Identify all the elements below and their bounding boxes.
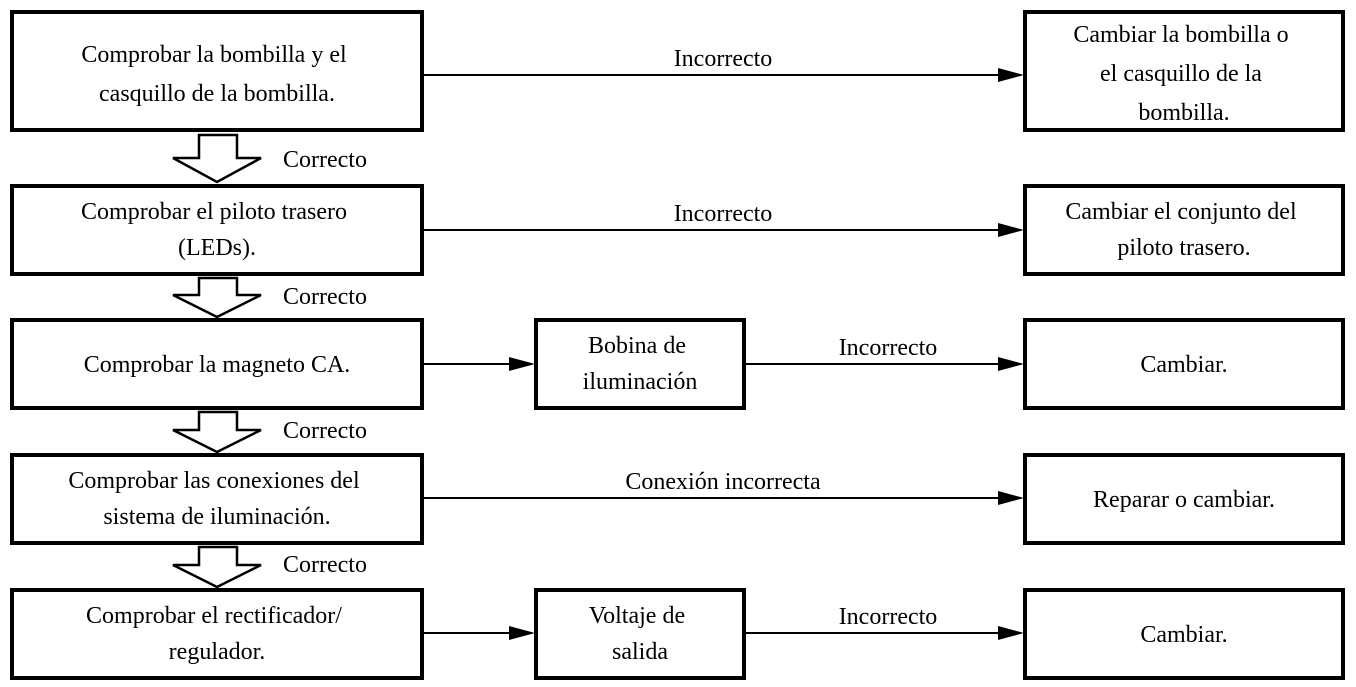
- row-4: Comprobar las conexiones del sistema de …: [10, 453, 1345, 545]
- action-1-text: Cambiar la bombilla o el casquillo de la…: [1073, 22, 1294, 126]
- row-2: Comprobar el piloto trasero (LEDs). Inco…: [10, 184, 1345, 276]
- ok-connector-3: Correcto: [172, 410, 367, 454]
- ok-connector-2: Correcto: [172, 276, 367, 319]
- action-box-5: [1023, 588, 1345, 680]
- check-box-5: [10, 588, 424, 680]
- action-4-text: Reparar o cambiar.: [1093, 487, 1275, 513]
- check-box-3: [10, 318, 424, 410]
- ok-label-3: Correcto: [283, 418, 367, 444]
- check-box-4: [10, 453, 424, 545]
- ok-connector-4: Correcto: [172, 545, 367, 589]
- action-box-3: [1023, 318, 1345, 410]
- middle-3-text: Bobina de iluminación: [583, 333, 698, 395]
- middle-box-3: [534, 318, 746, 410]
- arrowhead-5b: [998, 626, 1024, 640]
- check-4-text: Comprobar las conexiones del sistema de …: [68, 468, 365, 530]
- arrowhead-5a: [509, 626, 535, 640]
- edge-label-4: Conexión incorrecta: [625, 469, 821, 495]
- action-box-4: [1023, 453, 1345, 545]
- ok-label-4: Correcto: [283, 552, 367, 578]
- check-box-2: [10, 184, 424, 276]
- action-3-text: Cambiar.: [1140, 352, 1227, 378]
- arrowhead-3b: [998, 357, 1024, 371]
- row-1: Comprobar la bombilla y el casquillo de …: [10, 10, 1345, 132]
- down-arrow-2: [172, 276, 262, 319]
- arrowhead-2: [998, 223, 1024, 237]
- edge-label-5: Incorrecto: [839, 604, 938, 630]
- ok-connector-1: Correcto: [172, 133, 367, 184]
- ok-label-1: Correcto: [283, 147, 367, 173]
- action-2-text: Cambiar el conjunto del piloto trasero.: [1065, 199, 1302, 261]
- action-box-1: [1023, 10, 1345, 132]
- row-3: Comprobar la magneto CA. Bobina de ilumi…: [10, 318, 1345, 410]
- check-3-text: Comprobar la magneto CA.: [84, 352, 351, 378]
- ok-label-2: Correcto: [283, 284, 367, 310]
- check-box-1: [10, 10, 424, 132]
- arrowhead-3a: [509, 357, 535, 371]
- row-5: Comprobar el rectificador/ regulador. Vo…: [10, 588, 1345, 680]
- edge-label-2: Incorrecto: [674, 201, 773, 227]
- action-box-2: [1023, 184, 1345, 276]
- down-arrow-3: [172, 410, 262, 454]
- edge-label-3: Incorrecto: [839, 335, 938, 361]
- check-5-text: Comprobar el rectificador/ regulador.: [86, 603, 348, 665]
- check-1-text: Comprobar la bombilla y el casquillo de …: [81, 42, 352, 107]
- check-2-text: Comprobar el piloto trasero (LEDs).: [81, 199, 353, 261]
- down-arrow-4: [172, 545, 262, 589]
- middle-5-text: Voltaje de salida: [589, 603, 691, 665]
- action-5-text: Cambiar.: [1140, 622, 1227, 648]
- arrowhead-4: [998, 491, 1024, 505]
- down-arrow-1: [172, 133, 262, 184]
- arrowhead-1: [998, 68, 1024, 82]
- edge-label-1: Incorrecto: [674, 46, 773, 72]
